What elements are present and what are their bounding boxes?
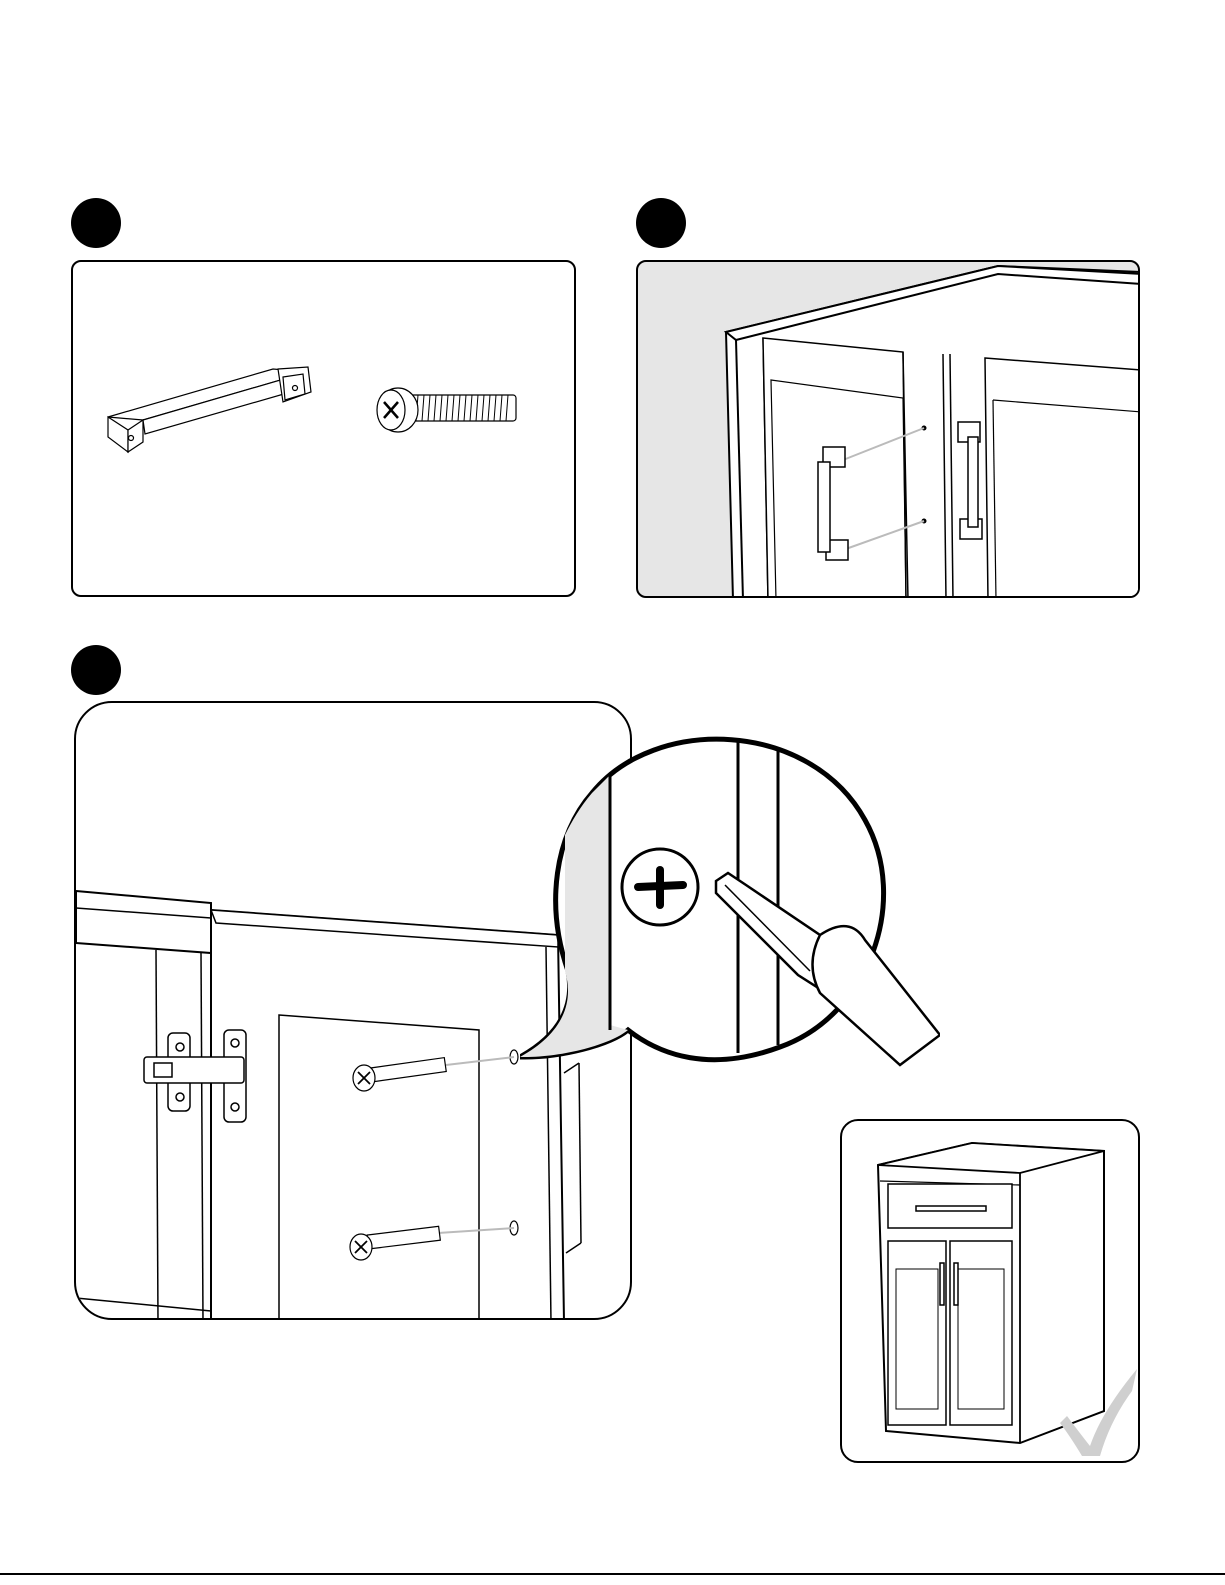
- handle-icon: [108, 367, 311, 452]
- parts-illustration: [73, 262, 576, 597]
- step-1-marker: [71, 198, 121, 248]
- page-bottom-rule: [0, 1573, 1225, 1575]
- step-1-parts-panel: [71, 260, 576, 597]
- step-2-placement-panel: [636, 260, 1140, 598]
- hinge-icon: [144, 1030, 246, 1122]
- step-3-marker: [71, 645, 121, 695]
- zoom-detail-bubble: [520, 735, 940, 1075]
- completed-cabinet-panel: [840, 1119, 1140, 1463]
- finished-cabinet-illustration: [842, 1121, 1140, 1463]
- screw-icon: [377, 388, 516, 432]
- cabinet-front-illustration: [638, 262, 1140, 598]
- step-2-marker: [636, 198, 686, 248]
